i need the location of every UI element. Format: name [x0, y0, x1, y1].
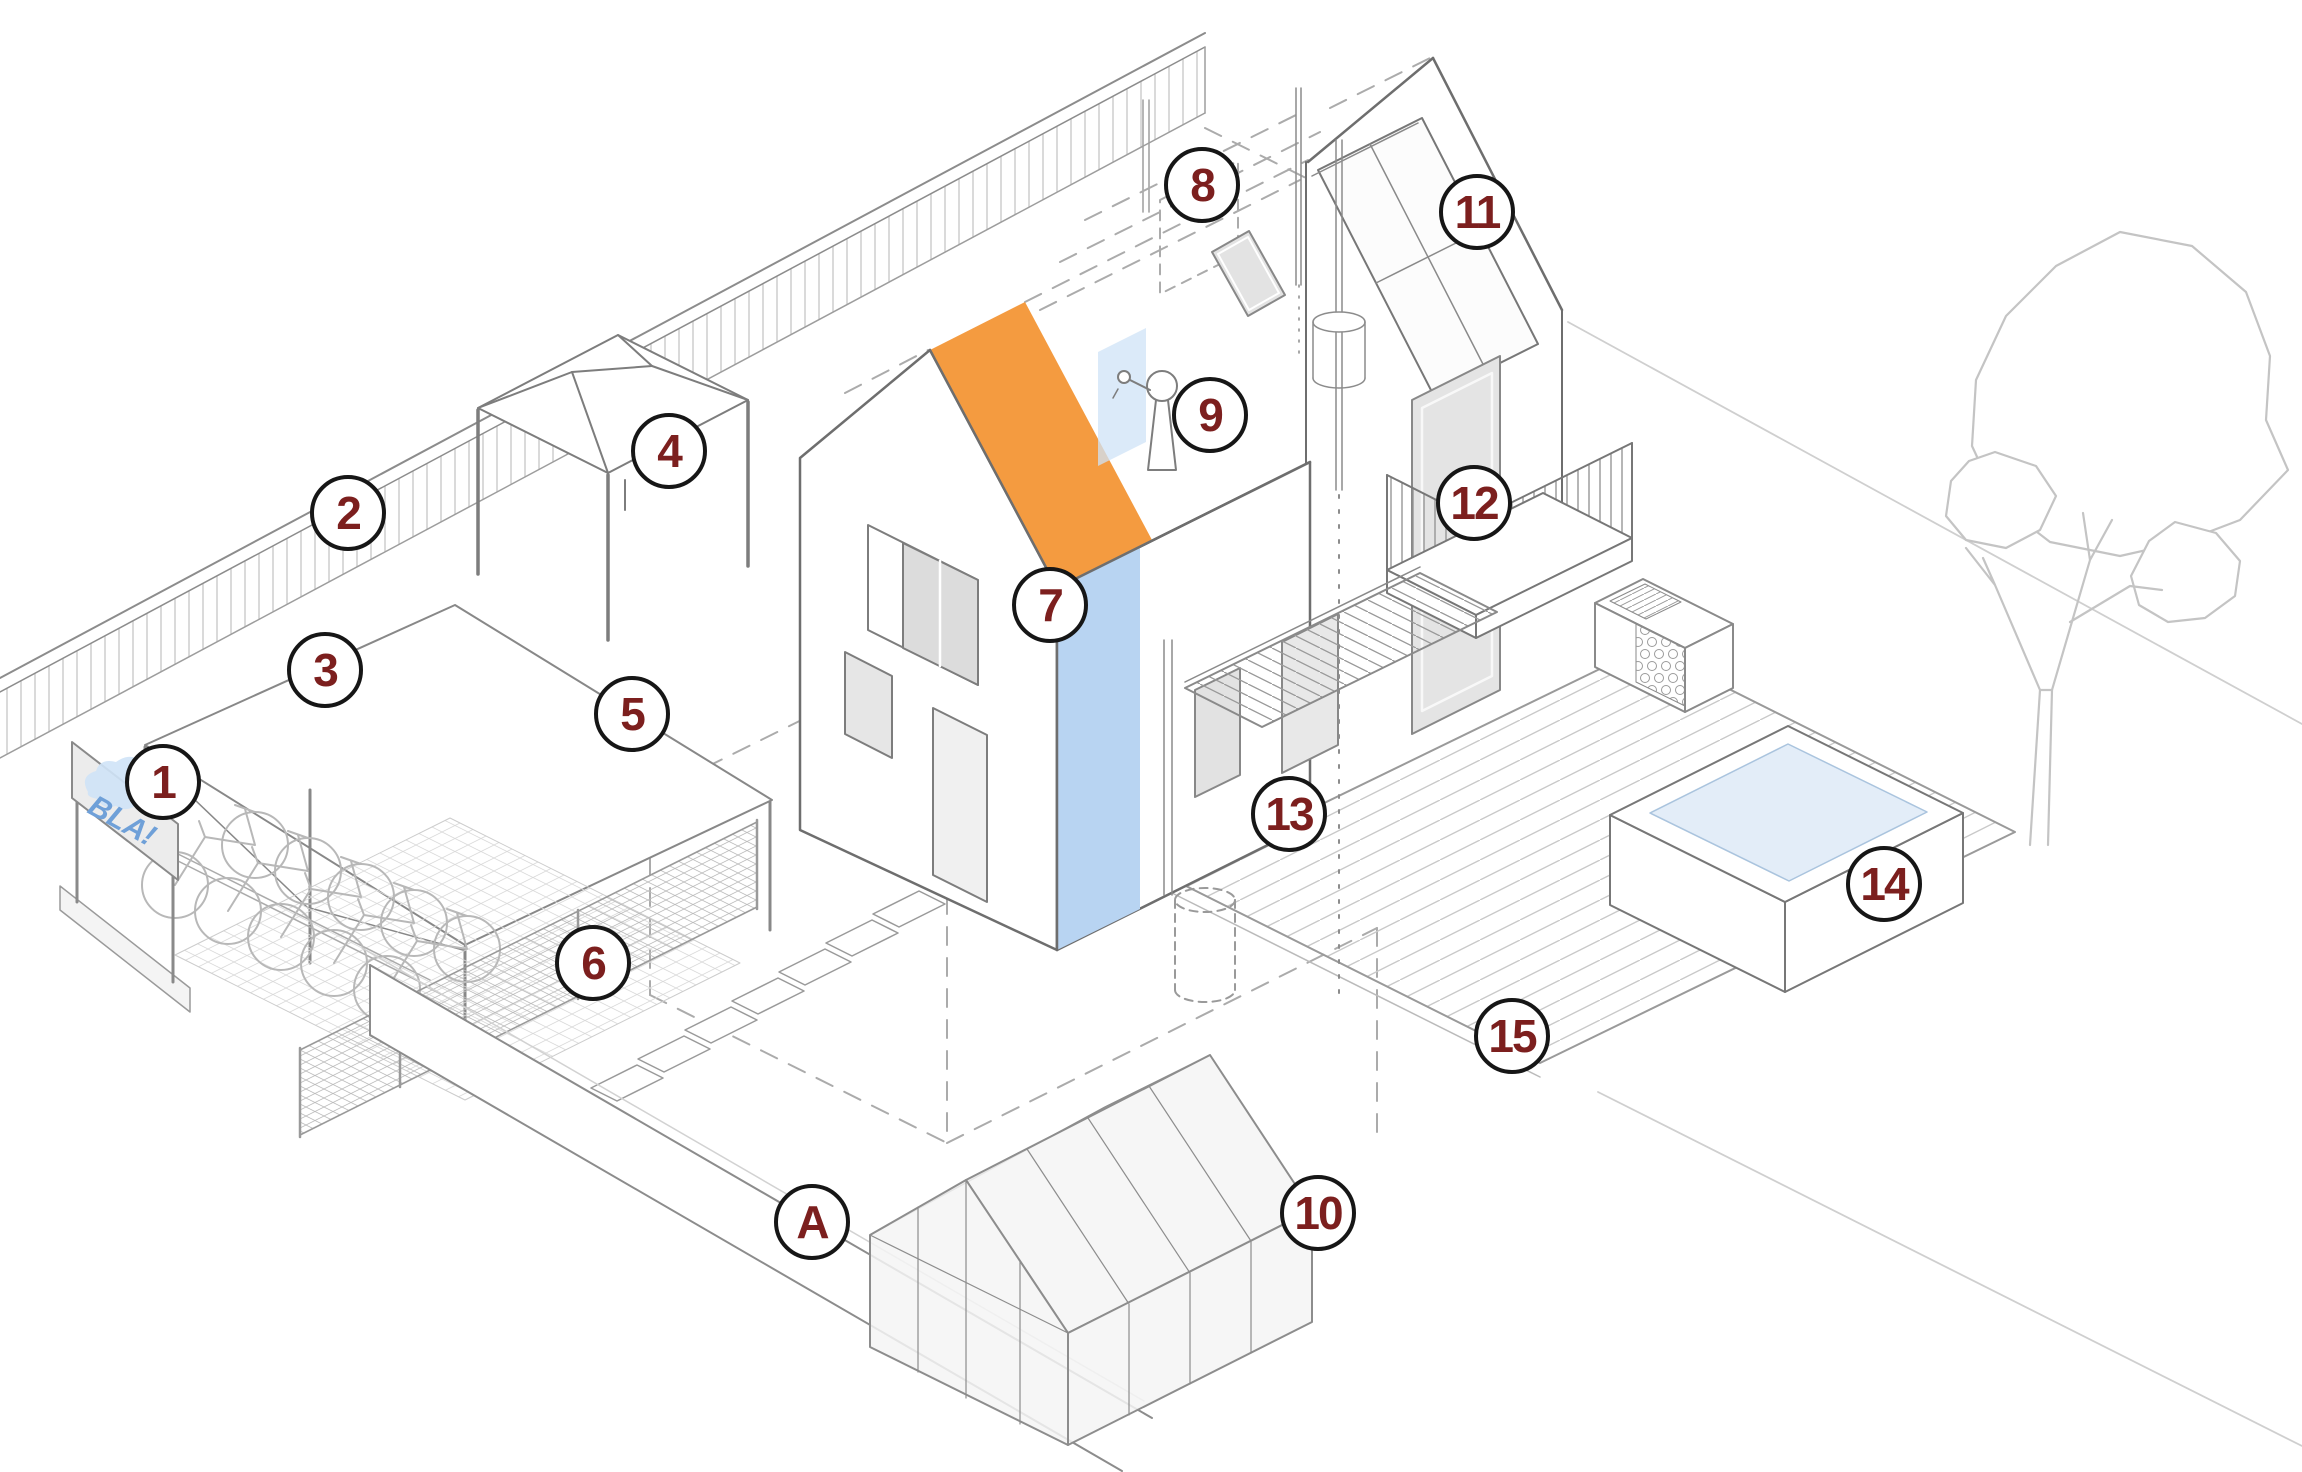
house-door: [932, 707, 988, 903]
wall-strip-blue: [1057, 546, 1140, 950]
mast: [1295, 87, 1366, 1006]
greenhouse: [869, 1054, 1313, 1446]
marker-1[interactable]: 1: [125, 744, 201, 820]
marker-5[interactable]: 5: [594, 676, 670, 752]
rainwater-downpipe: [1163, 639, 1173, 896]
marker-13[interactable]: 13: [1251, 776, 1327, 852]
bicycles: [141, 804, 501, 1023]
roof-window: [1211, 230, 1286, 317]
marker-2[interactable]: 2: [310, 475, 386, 551]
marker-10[interactable]: 10: [1280, 1175, 1356, 1251]
marker-8[interactable]: 8: [1164, 147, 1240, 223]
left-wall-openings: [844, 524, 988, 903]
marker-3[interactable]: 3: [287, 632, 363, 708]
outdoor-shower: [1098, 328, 1178, 471]
marker-11[interactable]: 11: [1439, 174, 1515, 250]
marker-9[interactable]: 9: [1172, 377, 1248, 453]
plot-boundary-lines: [1567, 321, 2302, 1447]
marker-14[interactable]: 14: [1846, 846, 1922, 922]
pool-water: [1649, 743, 1928, 882]
roof-strip-orange: [930, 302, 1152, 588]
tree: [1944, 230, 2290, 847]
marker-A[interactable]: A: [774, 1184, 850, 1260]
marker-15[interactable]: 15: [1474, 998, 1550, 1074]
solar-panels: [1311, 117, 1539, 397]
pergola: [1184, 566, 1498, 728]
shower-splash: [1098, 328, 1146, 466]
canopy: [476, 334, 750, 642]
insect-hotel-box: [1594, 578, 1734, 713]
marker-7[interactable]: 7: [1012, 567, 1088, 643]
marker-6[interactable]: 6: [555, 925, 631, 1001]
marker-4[interactable]: 4: [631, 413, 707, 489]
tree-crown-right: [2129, 520, 2242, 624]
rain-barrel: [1174, 887, 1236, 1003]
tree-crown-left: [1944, 450, 2058, 550]
house-main: [798, 87, 1498, 1006]
marker-12[interactable]: 12: [1436, 465, 1512, 541]
